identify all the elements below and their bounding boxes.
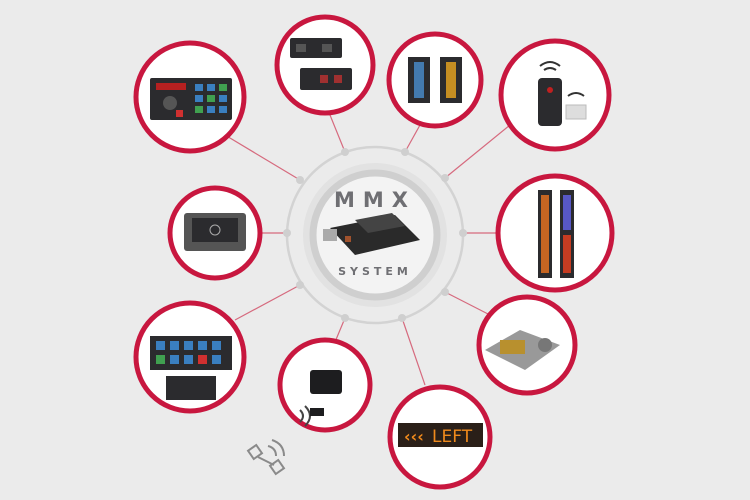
center-subtitle: SYSTEM: [338, 265, 412, 278]
ring-dots: [283, 148, 467, 322]
connector-control-panel: [224, 134, 301, 181]
display-icon: [184, 213, 246, 251]
control-panel-icon: [150, 78, 232, 120]
sign-text: LEFT: [432, 427, 473, 447]
mmx-module-icon: [323, 213, 420, 255]
connector-remote: [444, 124, 511, 179]
center-hub: MMX SYSTEM: [283, 145, 467, 325]
connector-switch-modules: [329, 114, 346, 153]
pump-icon: [485, 330, 560, 370]
sign-icon: ‹‹‹ LEFT: [398, 423, 483, 447]
connector-pump: [444, 291, 491, 316]
remote-icon: [538, 61, 587, 126]
node-switch-modules[interactable]: [274, 14, 376, 116]
connector-keypads: [234, 284, 301, 321]
switch-module-icon: [290, 38, 352, 90]
node-led-light-bars[interactable]: [495, 173, 615, 293]
wireless-device-icon: [299, 370, 342, 427]
led-module-icon: [408, 57, 462, 103]
connector-sign: [401, 317, 426, 386]
keypad-icon: [150, 336, 232, 400]
node-led-modules[interactable]: [386, 31, 484, 129]
light-bar-icon: [538, 190, 574, 278]
center-title: MMX: [334, 188, 416, 212]
connector-wireless-device: [334, 317, 346, 343]
satellite-icon: [246, 439, 286, 476]
connector-led-modules: [404, 124, 421, 153]
connectors: [224, 114, 511, 386]
sign-chevrons: ‹‹‹: [404, 427, 424, 446]
